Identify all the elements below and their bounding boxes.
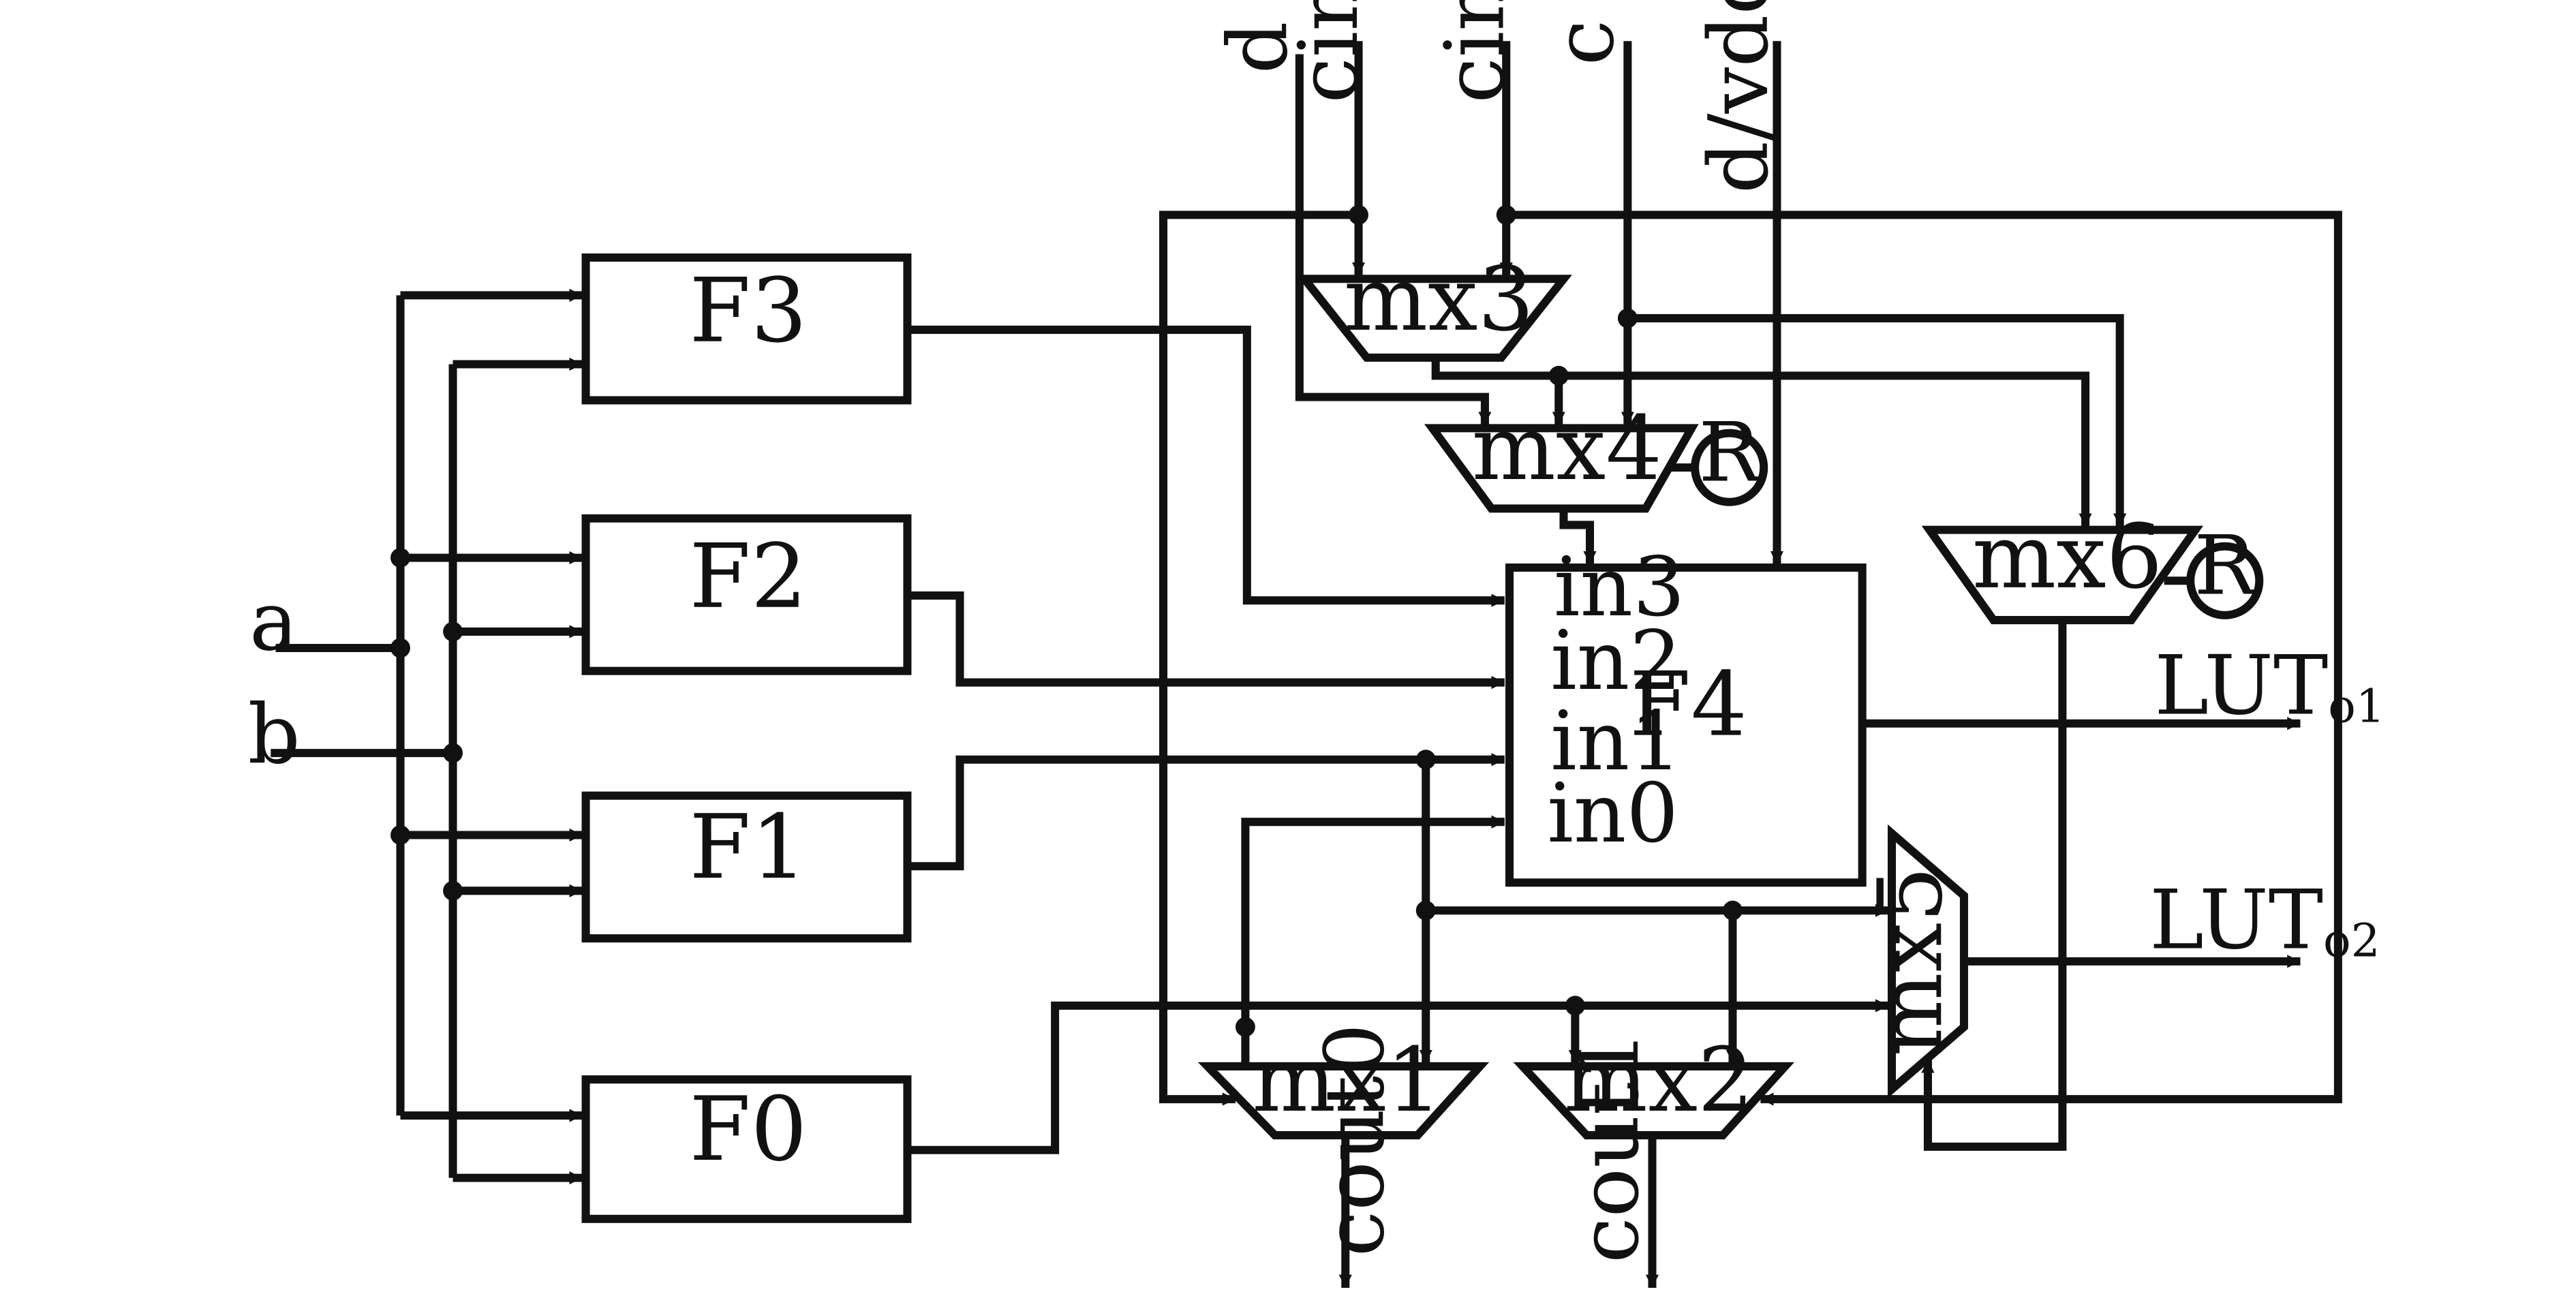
f4-block [1505,564,1867,887]
mx2-label: mx2 [1563,1028,1753,1132]
output-cout0-label: cout0 [1308,1023,1403,1256]
input-d-label: d [1211,21,1306,74]
f2-label: F2 [689,525,807,628]
f0-to-mx5-wire [907,999,1889,1154]
c-to-mx6-wire [1627,314,2127,527]
lut-o2-sub: o2 [2323,914,2380,968]
output-lut-o1-label: LUTo1 [2154,638,2385,733]
f3-block [581,253,912,405]
mx4-register-label: R [1698,405,1762,500]
cin0-to-mx1-wire [1159,211,1359,1106]
f1-label: F1 [689,795,807,899]
junction-dot [443,621,463,642]
junction-dot [1415,900,1436,921]
input-b-bus [271,357,583,1185]
junction-dot [443,880,463,901]
input-d-wire [1295,54,1492,425]
mx6-mux [1921,525,2204,625]
junction-dot [1617,308,1638,328]
junction-dot [1548,365,1569,386]
input-a-bus [275,288,583,1122]
junction-dot [1415,750,1436,770]
f4-port-in1: in1 [1550,694,1682,789]
input-dvddgnd-label: d/vdd/gnd [1691,0,1787,194]
f4-port-in3: in3 [1554,540,1685,635]
lut-o2-main: LUT [2149,873,2323,968]
mx5-mux [1887,824,1968,1098]
junction-dot [390,548,410,568]
input-a-label: a [249,574,298,669]
junction-dot [1235,1017,1255,1037]
mx4-to-f4-wire [1559,508,1597,565]
junction-dot [1496,204,1516,225]
junction-dot [1349,204,1368,225]
f0-label: F0 [689,1077,807,1181]
cin1-to-mx2-wire [1506,211,2342,1106]
input-b-label: b [248,688,301,783]
mx4-label: mx4 [1472,397,1662,500]
input-c-label: c [1537,20,1633,65]
junction-dot [390,638,410,658]
f1-to-in1-wire [907,753,1505,871]
f4-port-in0: in0 [1547,766,1678,861]
input-cin0-label: cin0 [1281,0,1377,104]
junction-dot [443,743,463,763]
f4-port-in2: in2 [1550,613,1682,709]
f3-to-in3-wire [907,325,1505,607]
f4-label: F4 [1629,653,1747,756]
lut-o1-sub: o1 [2328,679,2385,732]
junction-dot [1723,900,1743,921]
input-cin1-label: cin1 [1427,0,1522,104]
mx5-label: mx5 [1858,866,1962,1056]
mx1-mux [1197,1062,1490,1140]
mx6-to-mx5-wire [1921,620,2067,1151]
mx4-mux [1424,424,1699,513]
f2-to-in2-wire [907,591,1505,690]
f3-label: F3 [689,259,807,362]
f1-block [581,791,912,943]
f2-block [581,514,912,675]
mx3-out-wire [1431,357,2092,527]
output-cout1-label: cout1 [1562,1030,1657,1263]
junction-dot [1565,996,1585,1016]
mx1-label: mx1 [1252,1028,1442,1132]
mx3-mux [1295,275,1572,362]
junction-dot [390,825,410,845]
lut-o1-main: LUT [2154,638,2328,733]
output-lut-o2-label: LUTo2 [2149,873,2380,968]
in0-feed-wire [1241,815,1505,1064]
mx2-mux [1513,1062,1795,1140]
mx6-label: mx6 [1972,505,2162,608]
mx6-register-label: R [2194,519,2258,614]
